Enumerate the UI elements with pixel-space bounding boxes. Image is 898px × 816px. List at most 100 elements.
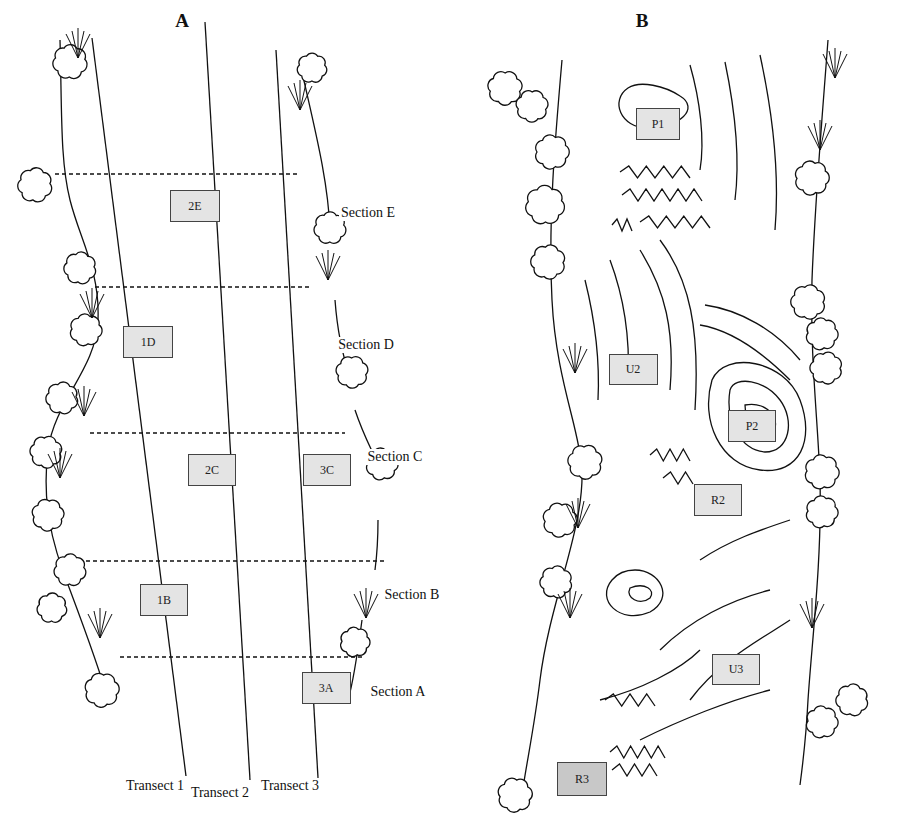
twig: [300, 83, 306, 110]
site-code: R3: [575, 772, 589, 787]
twig: [294, 83, 300, 110]
shrub: [70, 314, 102, 346]
twig: [829, 51, 835, 78]
shrub: [46, 382, 78, 414]
site-code: P2: [746, 419, 759, 434]
twig: [566, 504, 578, 528]
twig: [100, 611, 106, 638]
site-code: U2: [626, 362, 641, 377]
twig: [322, 253, 328, 280]
site-box: R3: [557, 762, 607, 796]
site-code: 1D: [141, 335, 156, 350]
twig: [300, 86, 312, 110]
twig: [563, 349, 575, 373]
shrub: [297, 53, 327, 82]
site-box: 3C: [303, 454, 351, 486]
twig: [328, 253, 334, 280]
twig: [820, 126, 832, 150]
twig: [60, 454, 72, 478]
site-box: 2E: [170, 190, 220, 222]
twig: [92, 291, 98, 318]
riffle-zigzag: [622, 189, 702, 201]
twig: [808, 126, 820, 150]
section-label: Section D: [336, 337, 396, 353]
site-code: 2E: [188, 199, 201, 214]
twig: [94, 611, 100, 638]
panel-letter: A: [173, 10, 191, 32]
shrub: [543, 503, 577, 537]
site-box: U2: [609, 354, 658, 385]
twig: [316, 256, 328, 280]
twig: [812, 601, 818, 628]
twig: [570, 594, 582, 618]
twig: [366, 594, 378, 618]
shrub: [540, 566, 572, 598]
transect-label: Transect 2: [186, 785, 254, 801]
site-code: R2: [711, 493, 725, 508]
transect-lines: [92, 22, 318, 780]
twig: [300, 80, 301, 110]
site-box: 1B: [140, 584, 188, 616]
twig: [823, 54, 835, 78]
site-code: 3C: [320, 463, 334, 478]
twig: [575, 346, 581, 373]
twig: [84, 392, 96, 416]
site-box: P1: [636, 108, 680, 140]
shrub: [341, 627, 370, 657]
site-box: R2: [694, 484, 742, 516]
twig: [558, 594, 570, 618]
riffle-zigzag: [650, 449, 690, 461]
twig: [800, 604, 812, 628]
shrub: [32, 500, 64, 532]
riffle-zigzag: [605, 694, 655, 706]
site-code: 3A: [319, 681, 334, 696]
panel-letter: B: [634, 10, 651, 32]
site-box: 2C: [188, 454, 236, 486]
twig: [78, 31, 84, 58]
site-box: 3A: [302, 672, 351, 704]
twig: [60, 451, 66, 478]
shrub: [796, 161, 830, 195]
shrub: [806, 496, 838, 528]
riffle-zigzag: [610, 746, 665, 758]
twig: [835, 51, 841, 78]
twig: [806, 601, 812, 628]
shrub: [531, 245, 565, 279]
twig: [569, 346, 575, 373]
bank-shrubs: [18, 45, 868, 812]
twig: [575, 349, 587, 373]
transect-label: Transect 3: [256, 778, 324, 794]
twig: [578, 501, 584, 528]
twig: [572, 501, 578, 528]
section-label: Section E: [339, 205, 397, 221]
shrub: [85, 673, 119, 707]
site-box: U3: [712, 654, 760, 685]
transect-label: Transect 1: [121, 778, 189, 794]
shrub: [336, 357, 368, 389]
twig: [575, 343, 576, 373]
twig: [100, 614, 112, 638]
section-dividers: [55, 174, 385, 657]
shrub: [806, 318, 838, 350]
shrub: [568, 445, 602, 479]
twig: [80, 294, 92, 318]
twig: [88, 614, 100, 638]
riffle-zigzag: [620, 166, 690, 178]
shrub: [805, 455, 839, 489]
shrub: [516, 91, 548, 122]
twig: [820, 123, 826, 150]
twig: [814, 123, 820, 150]
site-box: 1D: [123, 326, 173, 358]
twig: [578, 504, 590, 528]
shrub: [54, 554, 86, 586]
section-label: Section A: [369, 684, 428, 700]
twig: [835, 48, 836, 78]
twig: [48, 454, 60, 478]
twig: [84, 386, 85, 416]
twig: [288, 86, 300, 110]
twig: [72, 392, 84, 416]
contour-lines: [585, 55, 806, 740]
shrub: [806, 706, 838, 738]
